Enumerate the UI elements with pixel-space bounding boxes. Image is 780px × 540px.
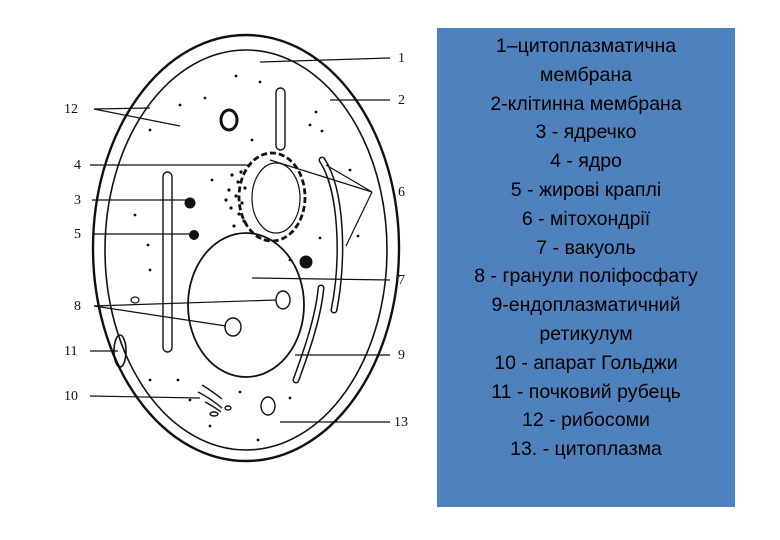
nucleolus-granules [224, 170, 247, 228]
legend-item: 10 - апарат Гольджи [494, 351, 678, 374]
leader-lines [89, 57, 391, 423]
legend-item: 7 - вакуоль [536, 236, 636, 259]
legend-item: мембрана [540, 63, 632, 86]
callout-label: 5 [74, 227, 81, 242]
legend-item: 8 - гранули поліфосфату [474, 265, 698, 288]
nucleus [237, 151, 307, 243]
legend-item: 11 - почковий рубець [491, 380, 681, 403]
vacuole [187, 232, 305, 378]
legend-item: 3 - ядречко [535, 121, 637, 144]
golgi-vesicle [260, 396, 276, 416]
legend-item: ретикулум [539, 322, 633, 345]
callout-label: 12 [64, 102, 78, 117]
polyphosphate-granule [275, 290, 291, 310]
nucleus-inner [251, 162, 301, 234]
callout-label: 7 [398, 273, 405, 288]
legend-item: 2-клітинна мембрана [490, 92, 682, 115]
ribosomes [133, 74, 360, 442]
legend-item: 13. - цитоплазма [510, 438, 662, 461]
legend-item: 12 - рибосоми [522, 409, 650, 432]
golgi-apparatus [197, 384, 232, 417]
callout-label: 1 [398, 51, 405, 66]
callout-label: 9 [398, 348, 405, 363]
small-vesicle [219, 108, 239, 132]
callout-label: 2 [398, 93, 405, 108]
callout-label: 11 [64, 344, 77, 359]
callout-label: 8 [74, 299, 81, 314]
polyphosphate-granule [224, 317, 242, 337]
callout-label: 10 [64, 389, 78, 404]
callout-label: 6 [398, 185, 405, 200]
callout-label: 13 [394, 415, 408, 430]
cell-wall [91, 33, 401, 463]
legend-list: 1–цитоплазматична мембрана 2-клітинна ме… [437, 28, 735, 464]
legend-item: 9-ендоплазматичний [491, 294, 681, 317]
lipid-droplet [189, 230, 199, 240]
legend-item: 1–цитоплазматична [495, 35, 677, 57]
lipid-droplet [184, 197, 196, 209]
polyphosphate-granule [130, 296, 140, 304]
endoplasmic-reticulum-inner [294, 286, 323, 382]
callout-label: 3 [74, 193, 81, 208]
legend-item: 4 - ядро [550, 150, 622, 173]
lipid-droplet [299, 255, 313, 269]
cytoplasmic-membrane [104, 49, 388, 451]
legend-item: 5 - жирові краплі [510, 178, 662, 201]
callout-label: 4 [74, 158, 81, 173]
mitochondrion [275, 87, 286, 151]
legend-item: 6 - мітохондрії [521, 207, 651, 230]
mitochondrion [162, 171, 173, 353]
mitochondrion-inner [320, 158, 342, 312]
legend-panel: 1–цитоплазматична мембрана 2-клітинна ме… [437, 28, 735, 507]
